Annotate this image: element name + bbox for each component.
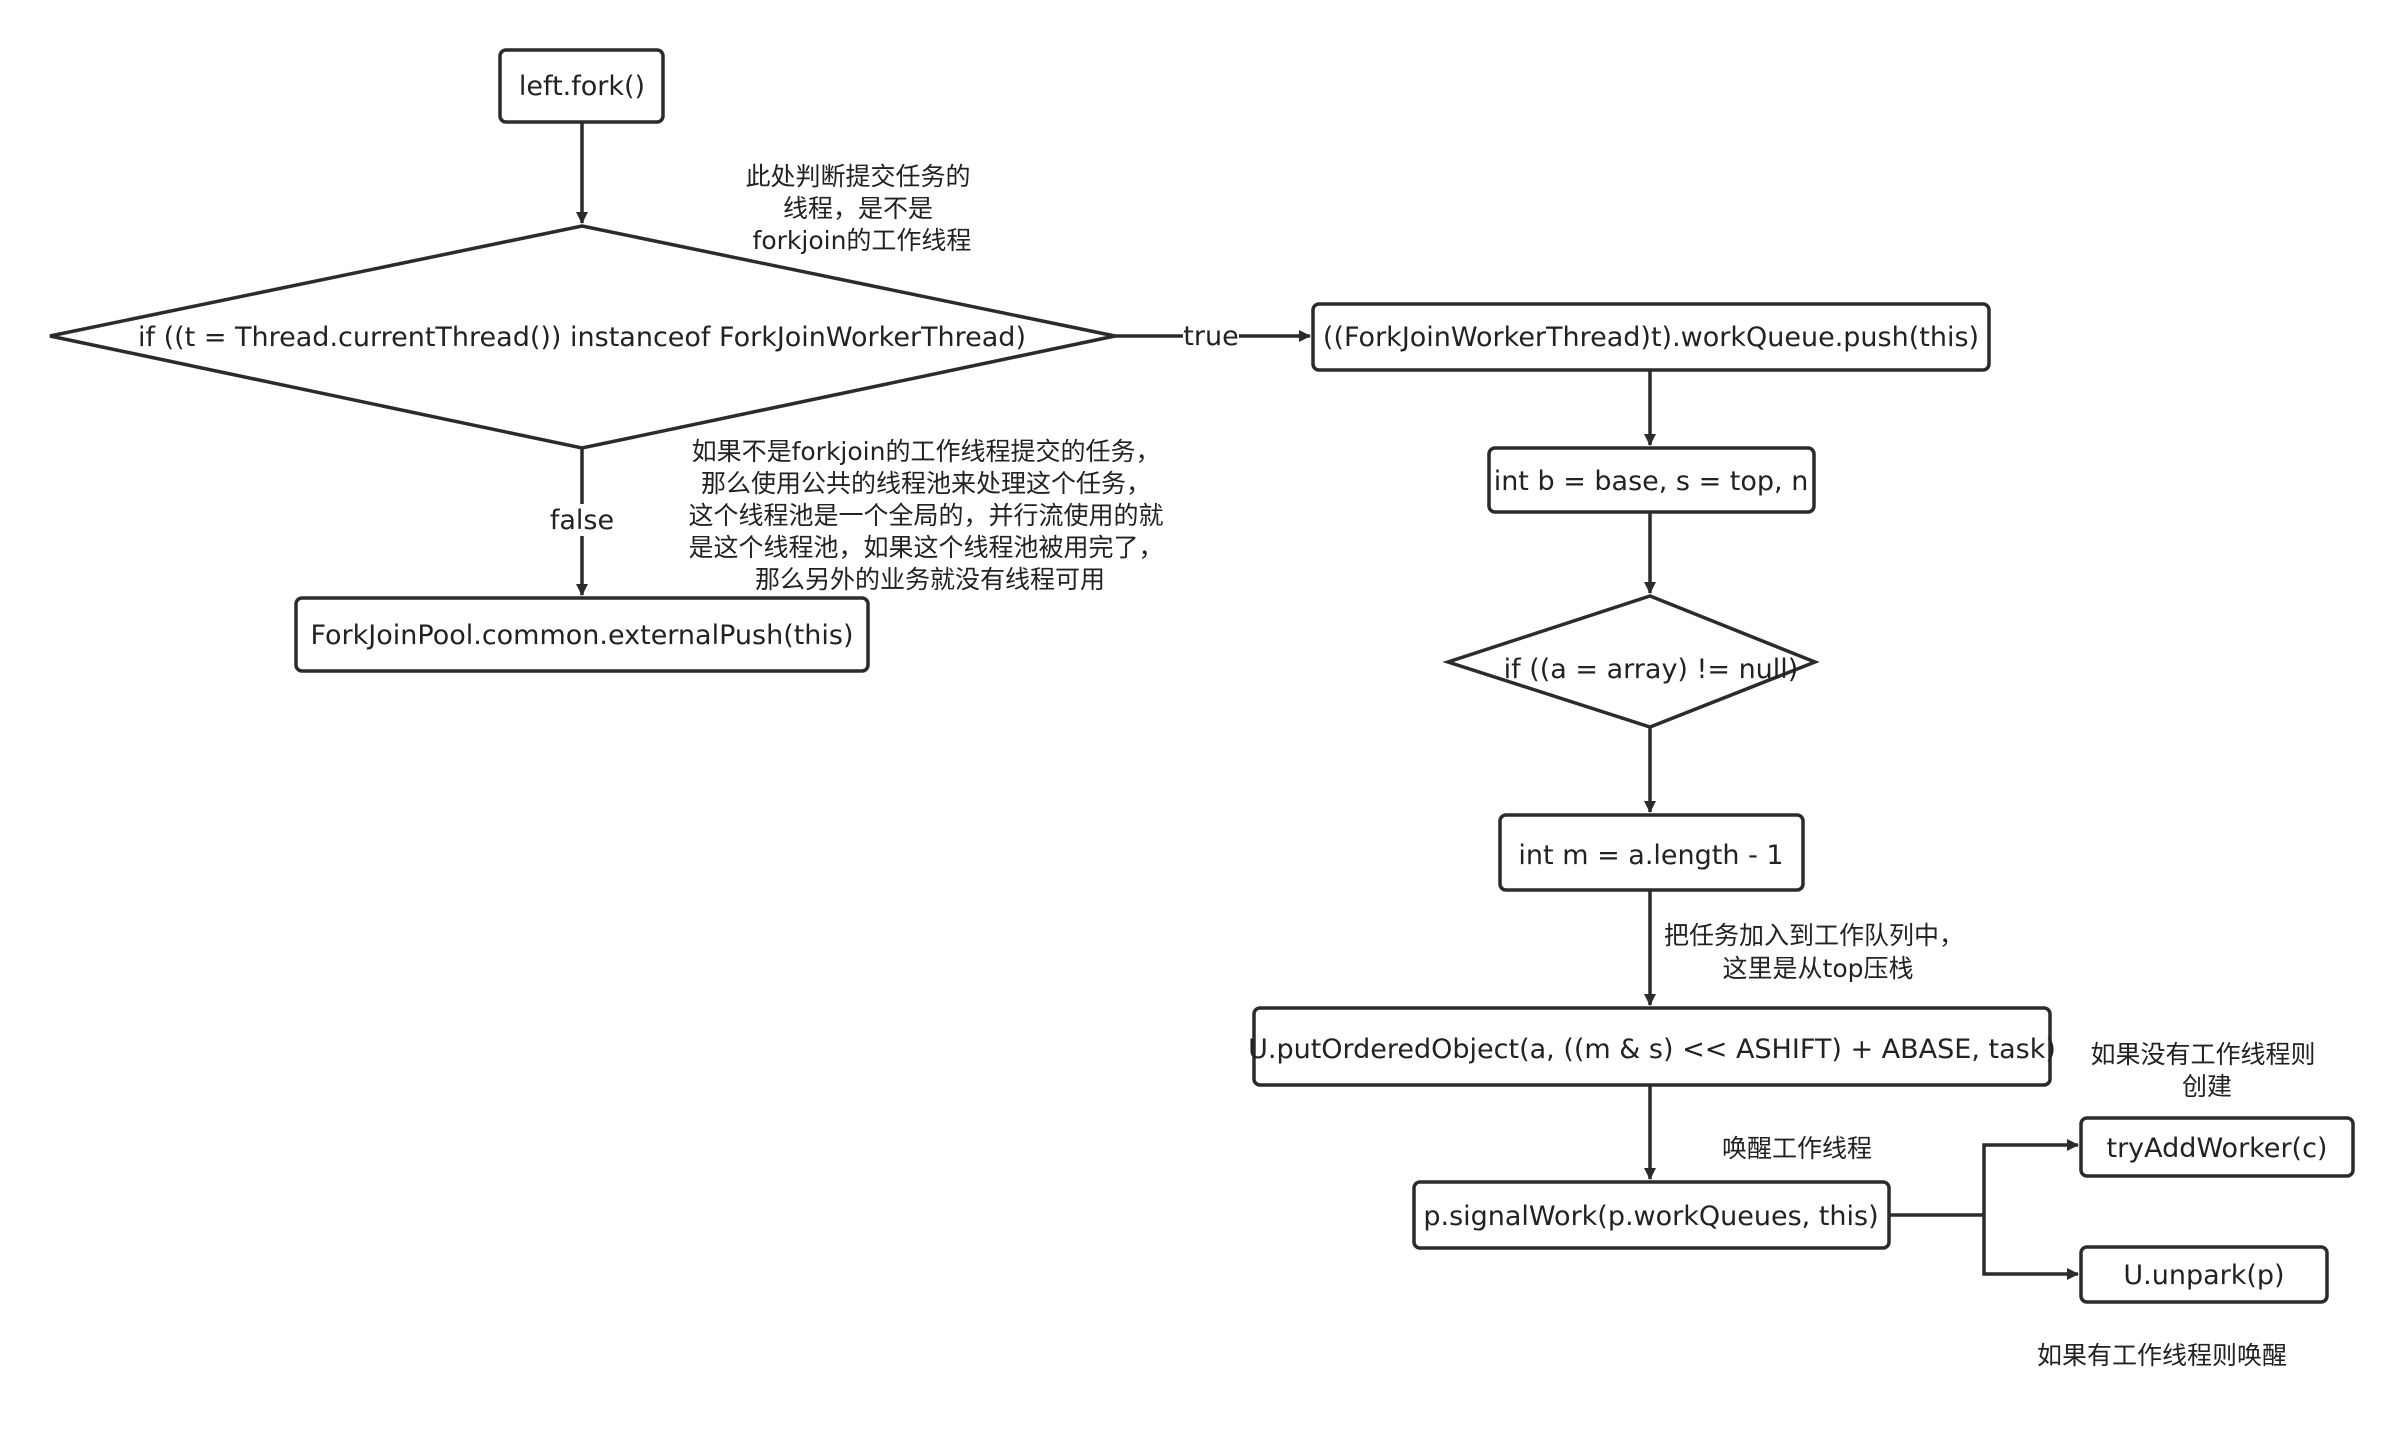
edge-signal-work-to-try-add-worker bbox=[1889, 1139, 2079, 1217]
note-check-thread: 此处判断提交任务的 线程，是不是 forkjoin的工作线程 bbox=[746, 162, 979, 255]
node-try-add-worker-label: tryAddWorker(c) bbox=[2107, 1133, 2328, 1164]
note-wake-worker: 唤醒工作线程 bbox=[1722, 1134, 1872, 1163]
node-external-push: ForkJoinPool.common.externalPush(this) bbox=[294, 596, 870, 673]
note-create-worker-line: 如果没有工作线程则 bbox=[2091, 1040, 2316, 1069]
note-check-thread-line: forkjoin的工作线程 bbox=[753, 226, 972, 255]
node-signal-work-label: p.signalWork(p.workQueues, this) bbox=[1423, 1201, 1878, 1232]
node-put-ordered: U.putOrderedObject(a, ((m & s) << ASHIFT… bbox=[1248, 1006, 2056, 1087]
node-decision-thread: if ((t = Thread.currentThread()) instanc… bbox=[49, 224, 1116, 450]
node-queue-push-label: ((ForkJoinWorkerThread)t).workQueue.push… bbox=[1323, 322, 1979, 353]
note-check-thread-line: 此处判断提交任务的 bbox=[746, 162, 971, 191]
node-decision-array-label: if ((a = array) != null) bbox=[1504, 654, 1799, 685]
note-common-pool-line: 那么另外的业务就没有线程可用 bbox=[755, 565, 1105, 594]
note-push-top-line: 把任务加入到工作队列中， bbox=[1664, 921, 1964, 950]
node-init-vars: int b = base, s = top, n bbox=[1487, 446, 1816, 514]
node-calc-mask: int m = a.length - 1 bbox=[1498, 813, 1805, 892]
note-create-worker: 如果没有工作线程则 创建 bbox=[2091, 1040, 2324, 1101]
edge-signal-work-to-unpark bbox=[1982, 1215, 2079, 1280]
note-check-thread-line: 线程，是不是 bbox=[783, 194, 933, 223]
note-push-top: 把任务加入到工作队列中， 这里是从top压栈 bbox=[1664, 921, 1972, 983]
note-common-pool-line: 是这个线程池，如果这个线程池被用完了， bbox=[689, 533, 1164, 562]
node-calc-mask-label: int m = a.length - 1 bbox=[1518, 840, 1783, 871]
node-signal-work: p.signalWork(p.workQueues, this) bbox=[1412, 1180, 1891, 1250]
node-unpark: U.unpark(p) bbox=[2079, 1245, 2329, 1304]
node-put-ordered-label: U.putOrderedObject(a, ((m & s) << ASHIFT… bbox=[1248, 1034, 2056, 1065]
edge-label-true: true bbox=[1183, 321, 1238, 352]
note-common-pool: 如果不是forkjoin的工作线程提交的任务， 那么使用公共的线程池来处理这个任… bbox=[689, 437, 1172, 594]
note-create-worker-line: 创建 bbox=[2182, 1072, 2232, 1101]
note-wake-worker-line: 唤醒工作线程 bbox=[1722, 1134, 1872, 1163]
edge-label-false: false bbox=[550, 505, 614, 536]
node-decision-thread-label: if ((t = Thread.currentThread()) instanc… bbox=[138, 322, 1026, 353]
note-wake-if-exists-line: 如果有工作线程则唤醒 bbox=[2037, 1341, 2287, 1370]
note-wake-if-exists: 如果有工作线程则唤醒 bbox=[2037, 1341, 2287, 1370]
edge-label-false-bg bbox=[548, 504, 616, 536]
node-init-vars-label: int b = base, s = top, n bbox=[1494, 466, 1809, 497]
node-try-add-worker: tryAddWorker(c) bbox=[2079, 1116, 2355, 1178]
note-common-pool-line: 这个线程池是一个全局的，并行流使用的就 bbox=[689, 501, 1164, 530]
node-external-push-label: ForkJoinPool.common.externalPush(this) bbox=[310, 620, 853, 651]
note-common-pool-line: 那么使用公共的线程池来处理这个任务， bbox=[701, 469, 1151, 498]
node-decision-array: if ((a = array) != null) bbox=[1442, 594, 1820, 729]
edge-label-true-bg bbox=[1183, 320, 1239, 352]
node-start: left.fork() bbox=[498, 48, 665, 124]
note-push-top-line: 这里是从top压栈 bbox=[1723, 954, 1914, 983]
node-queue-push: ((ForkJoinWorkerThread)t).workQueue.push… bbox=[1311, 302, 1991, 372]
node-unpark-label: U.unpark(p) bbox=[2123, 1260, 2284, 1291]
node-start-label: left.fork() bbox=[519, 71, 645, 102]
note-common-pool-line: 如果不是forkjoin的工作线程提交的任务， bbox=[692, 437, 1161, 466]
